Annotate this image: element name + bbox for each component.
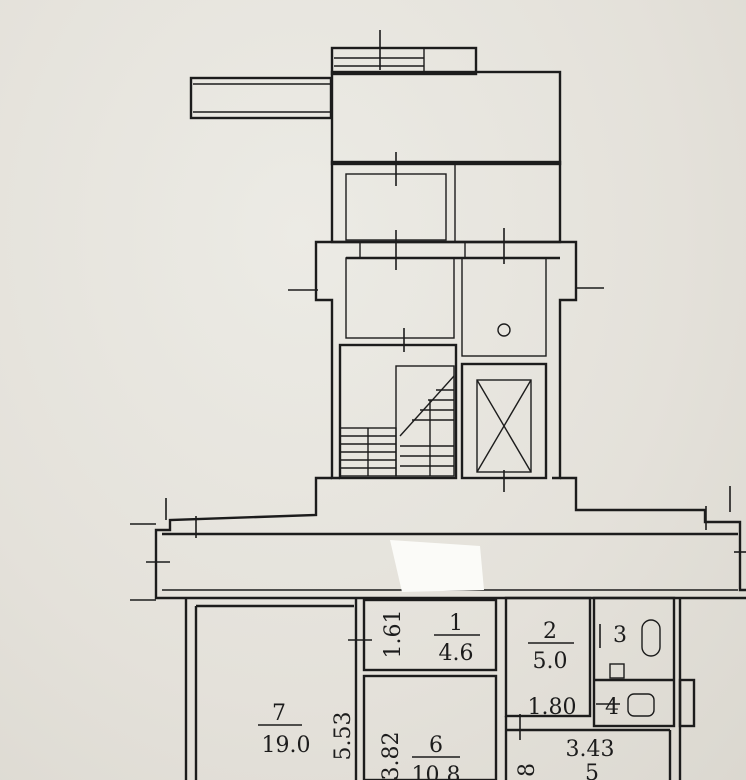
photo-glare	[390, 540, 484, 592]
room-6-area: 10.8	[412, 763, 461, 780]
dim-room7-width: 5.53	[331, 712, 356, 761]
stair-treads	[339, 365, 455, 477]
sink-icon	[609, 663, 625, 679]
room-5-number: 5	[585, 761, 599, 780]
room-2-number: 2	[543, 619, 557, 644]
dim-room5-width: 8	[515, 763, 540, 777]
top-balcony	[189, 46, 478, 120]
room-2-area: 5.0	[533, 649, 568, 674]
room-1-number: 1	[449, 611, 463, 636]
bathtub-icon	[641, 619, 661, 657]
upper-rooms	[330, 70, 562, 260]
apartment	[184, 596, 696, 780]
room-6-number: 6	[429, 733, 443, 758]
toilet-icon	[627, 693, 655, 717]
dim-room5-length: 3.43	[566, 737, 615, 762]
wall-ticks	[130, 30, 746, 740]
room-3-outline	[592, 596, 676, 728]
room-3-number: 3	[613, 623, 627, 648]
room-4-number: 4	[605, 695, 619, 720]
shaft-circle-icon	[497, 323, 511, 337]
room-labels: 1 4.6 2 5.0 3 4 5 6 10.8 7 19.0	[258, 611, 627, 780]
dimension-labels: 1.61 5.53 1.80 3.43 3.82 8	[331, 610, 614, 780]
room-7-number: 7	[272, 701, 286, 726]
stair-core	[314, 240, 578, 480]
room-1-area: 4.6	[439, 641, 474, 666]
room-1-outline	[362, 598, 498, 672]
dim-room6-width: 3.82	[379, 732, 404, 780]
room-6-outline	[362, 674, 498, 780]
room-7-area: 19.0	[262, 733, 311, 758]
dim-room4-length: 1.80	[528, 695, 577, 720]
room-2-outline	[504, 596, 592, 718]
dim-room1-width: 1.61	[381, 610, 406, 659]
